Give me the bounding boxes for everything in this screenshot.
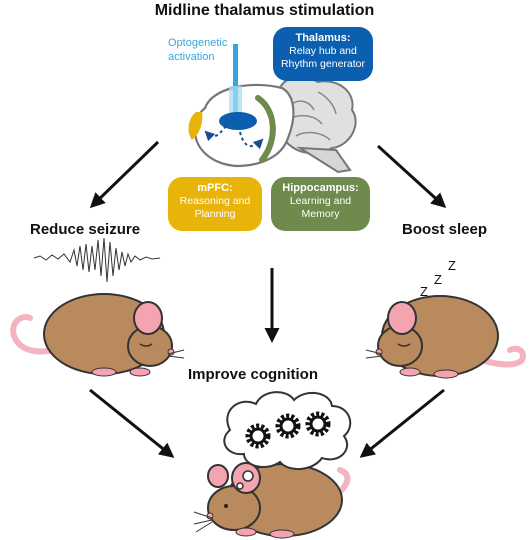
brain-illustration	[188, 44, 357, 174]
mouse-ear-back	[207, 464, 229, 488]
mpfc-line2: Planning	[194, 208, 236, 220]
brainstem-icon	[296, 146, 352, 174]
hippocampus-line1: Learning and	[289, 195, 352, 207]
sleep-z-2: Z	[434, 272, 442, 287]
light-cone	[229, 86, 242, 114]
mpfc-header: mPFC:	[197, 182, 233, 194]
mpfc-region	[188, 112, 203, 140]
mpfc-line1: Reasoning and	[179, 195, 251, 207]
arrow-right-mouse-to-cognition	[359, 388, 445, 458]
hippocampus-line2: Memory	[301, 208, 340, 220]
thalamus-header: Thalamus:	[295, 32, 351, 44]
thalamus-box: Thalamus: Relay hub and Rhythm generator	[273, 27, 373, 81]
optogenetic-label-line2: activation	[168, 51, 215, 63]
gear-icon	[245, 423, 271, 449]
arrow-left-mouse-to-cognition	[89, 388, 175, 458]
reduce-seizure-label: Reduce seizure	[30, 221, 141, 238]
thalamus-region	[219, 112, 257, 130]
bottom-mouse-illustration	[193, 462, 351, 539]
right-mouse-illustration	[365, 295, 526, 379]
mpfc-box: mPFC: Reasoning and Planning	[168, 177, 262, 231]
thought-bubble	[223, 391, 352, 490]
optogenetic-label-line1: Optogenetic	[168, 37, 228, 49]
gear-icon	[305, 411, 331, 437]
optogenetic-label: Optogenetic activation	[168, 36, 227, 64]
thalamus-line1: Relay hub and	[289, 45, 357, 57]
hippocampus-box: Hippocampus: Learning and Memory	[271, 177, 370, 231]
hippocampus-header: Hippocampus:	[282, 182, 359, 194]
mouse-ear	[133, 301, 163, 335]
eeg-seizure-trace	[33, 237, 161, 283]
mouse-ear	[387, 301, 417, 335]
improve-cognition-label: Improve cognition	[188, 366, 319, 383]
arrow-to-reduce-seizure	[89, 140, 160, 209]
figure-title: Midline thalamus stimulation	[154, 2, 375, 19]
tail	[10, 314, 73, 355]
arrow-to-boost-sleep	[376, 144, 447, 209]
optogenetic-fiber-icon	[233, 44, 238, 112]
projection-to-mpfc-arrow	[204, 125, 227, 142]
hippocampus-region	[255, 95, 276, 163]
left-mouse-illustration	[10, 293, 185, 377]
sleep-z-3: Z	[448, 258, 456, 273]
boost-sleep-label: Boost sleep	[402, 221, 488, 238]
sleep-z-1: Z	[420, 284, 428, 299]
thalamus-line2: Rhythm generator	[280, 58, 366, 70]
gear-icon	[275, 413, 301, 439]
